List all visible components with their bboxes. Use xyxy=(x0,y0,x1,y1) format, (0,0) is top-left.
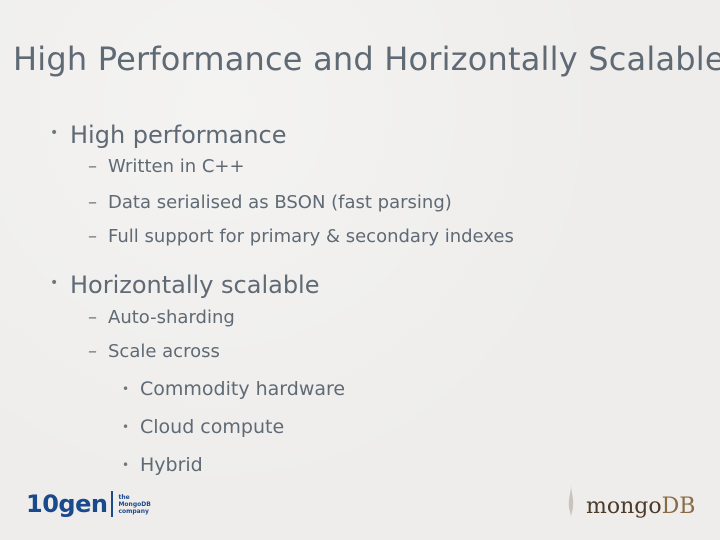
dash-icon: – xyxy=(88,226,97,247)
sub-bullet-indexes: –Full support for primary & secondary in… xyxy=(88,226,514,247)
dash-icon: – xyxy=(88,341,97,362)
bullet-high-performance: • High performance xyxy=(50,121,287,149)
bullet-icon: • xyxy=(50,275,59,291)
bullet-icon: • xyxy=(122,382,130,396)
sub-sub-bullet-text: Hybrid xyxy=(140,454,203,476)
mongodb-leaf-icon xyxy=(568,484,574,518)
dash-icon: – xyxy=(88,307,97,328)
bullet-icon: • xyxy=(122,458,130,472)
tagline-line-1: the xyxy=(118,493,130,501)
logo-10gen-tagline: the MongoDB company xyxy=(118,494,150,515)
sub-sub-bullet-hybrid: • Hybrid xyxy=(122,454,203,476)
slide-title: High Performance and Horizontally Scalab… xyxy=(13,40,720,78)
sub-bullet-bson: –Data serialised as BSON (fast parsing) xyxy=(88,192,452,213)
sub-bullet-scale-across: –Scale across xyxy=(88,341,220,362)
tagline-line-2: MongoDB xyxy=(118,500,151,508)
logo-10gen-mark: 10gen xyxy=(26,490,108,518)
sub-sub-bullet-commodity-hardware: • Commodity hardware xyxy=(122,378,345,400)
bullet-icon: • xyxy=(122,420,130,434)
sub-sub-bullet-text: Cloud compute xyxy=(140,416,285,438)
bullet-text: High performance xyxy=(70,121,287,149)
sub-bullet-text: Full support for primary & secondary ind… xyxy=(108,226,514,247)
sub-bullet-auto-sharding: –Auto-sharding xyxy=(88,307,235,328)
sub-sub-bullet-text: Commodity hardware xyxy=(140,378,346,400)
dash-icon: – xyxy=(88,156,97,177)
sub-bullet-text: Scale across xyxy=(108,341,220,362)
logo-divider xyxy=(111,491,114,517)
sub-bullet-text: Written in C++ xyxy=(108,156,245,177)
logo-10gen: 10gen the MongoDB company xyxy=(26,490,151,518)
logo-mongodb-word-mongo: mongo xyxy=(586,494,662,519)
tagline-line-3: company xyxy=(118,507,149,515)
sub-bullet-text: Auto-sharding xyxy=(108,307,235,328)
bullet-text: Horizontally scalable xyxy=(70,271,320,299)
dash-icon: – xyxy=(88,192,97,213)
logo-mongodb-word-db: DB xyxy=(661,494,696,519)
bullet-icon: • xyxy=(50,125,59,141)
sub-sub-bullet-cloud-compute: • Cloud compute xyxy=(122,416,284,438)
sub-bullet-written-in-cpp: –Written in C++ xyxy=(88,156,245,177)
sub-bullet-text: Data serialised as BSON (fast parsing) xyxy=(108,192,452,213)
bullet-horizontally-scalable: • Horizontally scalable xyxy=(50,271,320,299)
logo-mongodb: mongoDB xyxy=(586,494,695,519)
